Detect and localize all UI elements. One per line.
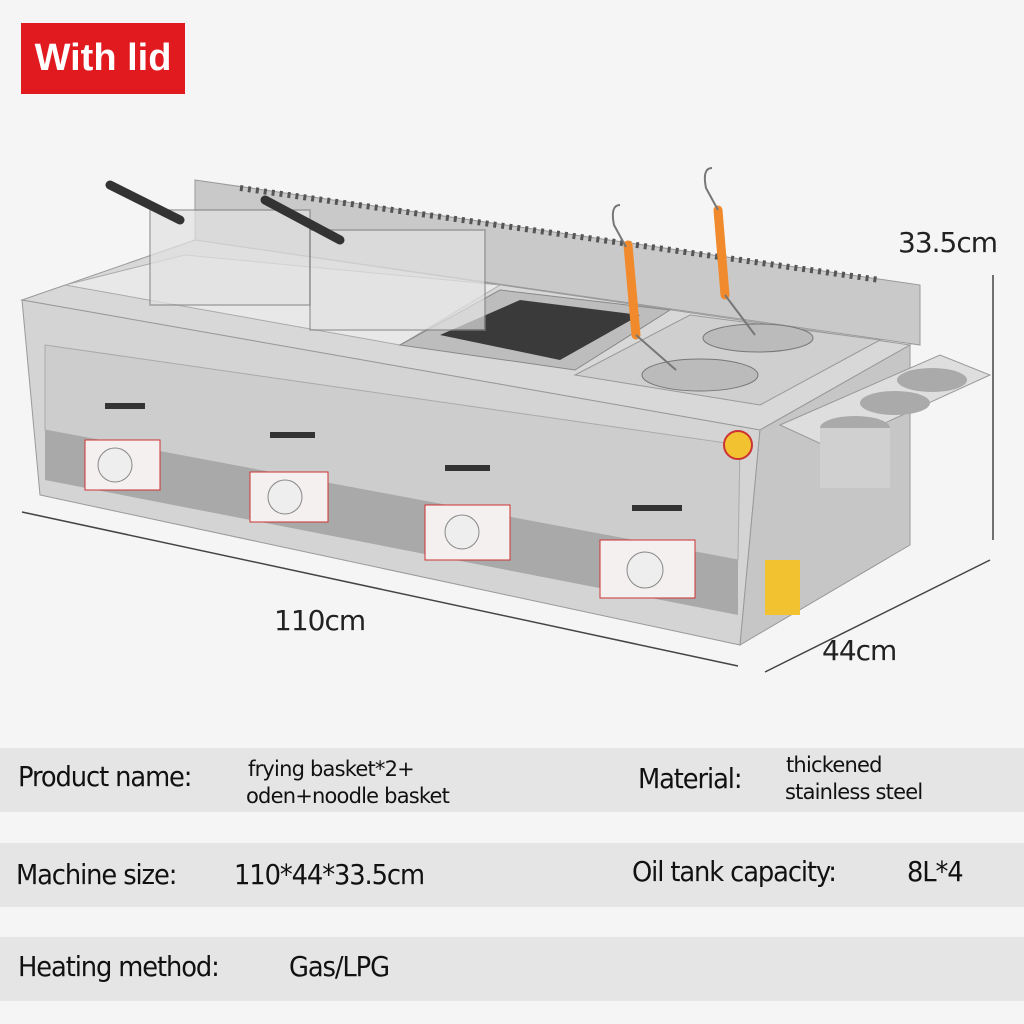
burner-knobs: [84, 439, 696, 599]
product-name-label: Product name:: [18, 760, 192, 793]
heating-method-value: Gas/LPG: [289, 950, 390, 983]
frying-basket: [149, 209, 486, 331]
depth-dimension: 44cm: [822, 634, 897, 667]
oil-tank-value: 8L*4: [907, 855, 964, 888]
length-dimension-line: [21, 511, 739, 667]
spec-row-product: [0, 748, 1024, 812]
depth-dimension-line: [764, 559, 991, 673]
machine-size-label: Machine size:: [16, 858, 177, 891]
height-dimension: 33.5cm: [898, 226, 998, 259]
fryer-product-illustration: [20, 167, 994, 673]
material-line1: thickened: [786, 753, 882, 777]
heating-method-label: Heating method:: [18, 950, 220, 983]
product-name-line1: frying basket*2+: [248, 757, 415, 781]
spec-row-size: [0, 843, 1024, 907]
machine-size-value: 110*44*33.5cm: [234, 858, 425, 891]
material-label: Material:: [638, 762, 743, 795]
oil-tank-label: Oil tank capacity:: [632, 855, 837, 888]
with-lid-badge: With lid: [21, 23, 185, 94]
product-name-line2: oden+noodle basket: [246, 784, 450, 808]
spec-row-heating: [0, 937, 1024, 1001]
material-line2: stainless steel: [785, 780, 923, 804]
length-dimension: 110cm: [274, 604, 366, 637]
